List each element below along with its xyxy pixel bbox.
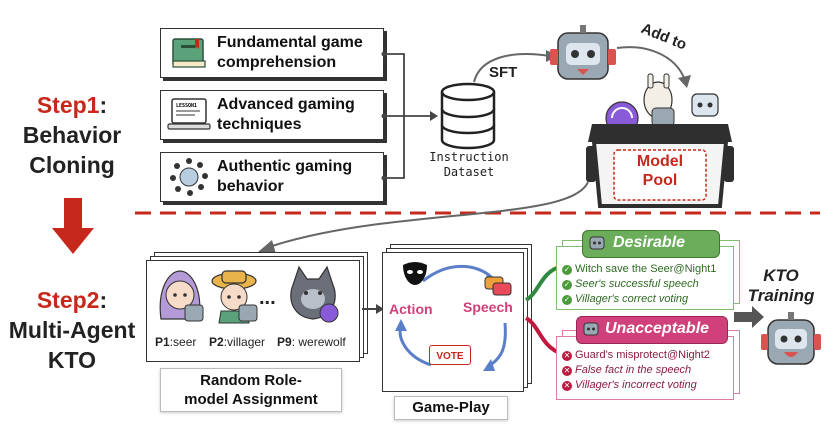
lesson-icon-text: LESSON1	[176, 103, 197, 109]
vote-icon: VOTE	[429, 345, 471, 365]
step-divider	[135, 211, 820, 215]
speech-bubble-icon	[484, 276, 512, 296]
add-to-arrow	[616, 46, 691, 88]
role-label-p1: P1:seer	[155, 335, 197, 349]
vote-label: VOTE	[436, 351, 464, 362]
model-pool-box-icon	[586, 73, 734, 208]
role-label-p2: P2:villager	[209, 335, 266, 349]
sft-label: SFT	[489, 64, 518, 81]
cross-icon: ✕	[562, 350, 572, 361]
unacceptable-title: Unacceptable	[605, 320, 710, 337]
seer-avatar-icon	[159, 270, 204, 322]
roles-to-gameplay-arrow	[362, 304, 384, 314]
book-icon	[172, 38, 206, 68]
check-icon: ✓	[562, 264, 572, 275]
desirable-title: Desirable	[613, 234, 686, 251]
step-down-arrow-icon	[52, 198, 94, 254]
check-icon: ✓	[562, 294, 572, 305]
step2-label: Step2: Multi-Agent KTO	[6, 285, 138, 375]
step2-number: Step2	[36, 287, 100, 313]
step1-label: Step1: Behavior Cloning	[12, 90, 132, 180]
robot-small-icon	[589, 236, 605, 250]
to-kto-arrow	[734, 306, 764, 328]
step1-number: Step1	[36, 92, 100, 118]
gameplay-caption: Game-Play	[394, 396, 508, 420]
database-icon	[440, 82, 496, 150]
werewolf-avatar-icon	[290, 265, 339, 323]
desirable-list: ✓Witch save the Seer@Night1 ✓Seer's succ…	[562, 263, 717, 305]
kto-robot-icon	[761, 312, 821, 365]
gameplay-card: Action Speech VOTE	[382, 252, 524, 392]
robot-small-icon	[583, 322, 599, 336]
step1-line3: Cloning	[29, 152, 115, 178]
players-circle-icon	[170, 158, 208, 196]
unacceptable-header: Unacceptable	[576, 316, 728, 344]
cross-icon: ✕	[562, 380, 572, 391]
roles-caption: Random Role-model Assignment	[160, 368, 342, 412]
pool-to-roles-arrow	[258, 181, 589, 254]
desirable-header: Desirable	[582, 230, 720, 258]
step2-line3: KTO	[47, 347, 97, 373]
step1-line2: Behavior	[22, 122, 122, 148]
source-connectors	[381, 51, 438, 181]
speech-label: Speech	[463, 299, 513, 315]
roles-card: ... P1:seer P2:villager P9: werewolf	[146, 260, 360, 362]
ellipsis: ...	[259, 287, 276, 309]
step2-line2: Multi-Agent	[8, 317, 136, 343]
lesson-laptop-icon: LESSON1	[167, 98, 211, 130]
action-label: Action	[389, 301, 433, 317]
unacceptable-panel	[556, 336, 734, 400]
robot-icon	[550, 25, 616, 80]
unacceptable-list: ✕Guard's misprotect@Night2 ✕False fact i…	[562, 349, 710, 391]
cross-icon: ✕	[562, 365, 572, 376]
villager-avatar-icon	[211, 270, 258, 324]
mask-icon	[403, 262, 427, 285]
check-icon: ✓	[562, 279, 572, 290]
role-label-p9: P9: werewolf	[277, 335, 346, 349]
